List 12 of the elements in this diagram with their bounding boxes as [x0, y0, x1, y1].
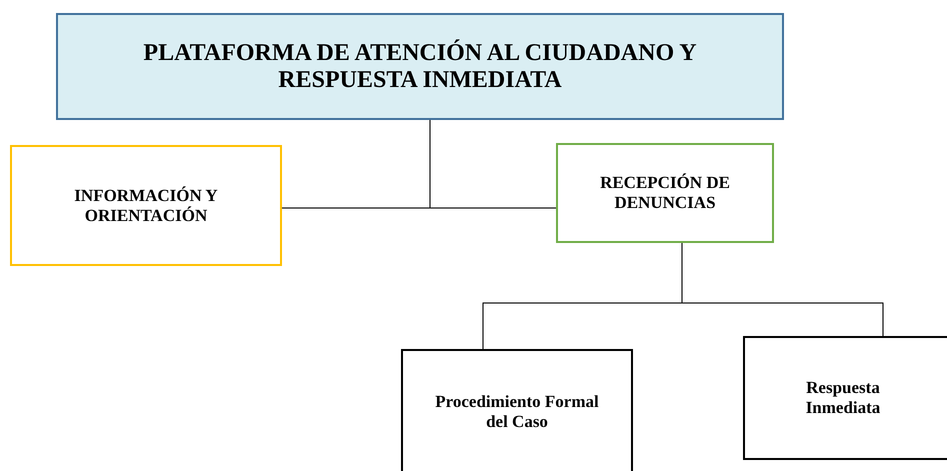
process-box	[10, 145, 282, 266]
process-box	[401, 349, 633, 471]
box-label: PLATAFORMA DE ATENCIÓN AL CIUDADANO Y RESPUESTA INMEDIATA	[142, 40, 698, 94]
process-box	[743, 336, 947, 460]
box-label: INFORMACIÓN Y ORIENTACIÓN	[73, 186, 219, 226]
title-box	[56, 13, 784, 120]
connector-line	[682, 242, 884, 336]
box-label: Procedimiento Formal del Caso	[434, 392, 600, 432]
process-box	[556, 143, 774, 243]
box-label: RECEPCIÓN DE DENUNCIAS	[599, 173, 731, 213]
connector-line	[430, 120, 556, 208]
box-label: Respuesta Inmediata	[804, 378, 882, 418]
